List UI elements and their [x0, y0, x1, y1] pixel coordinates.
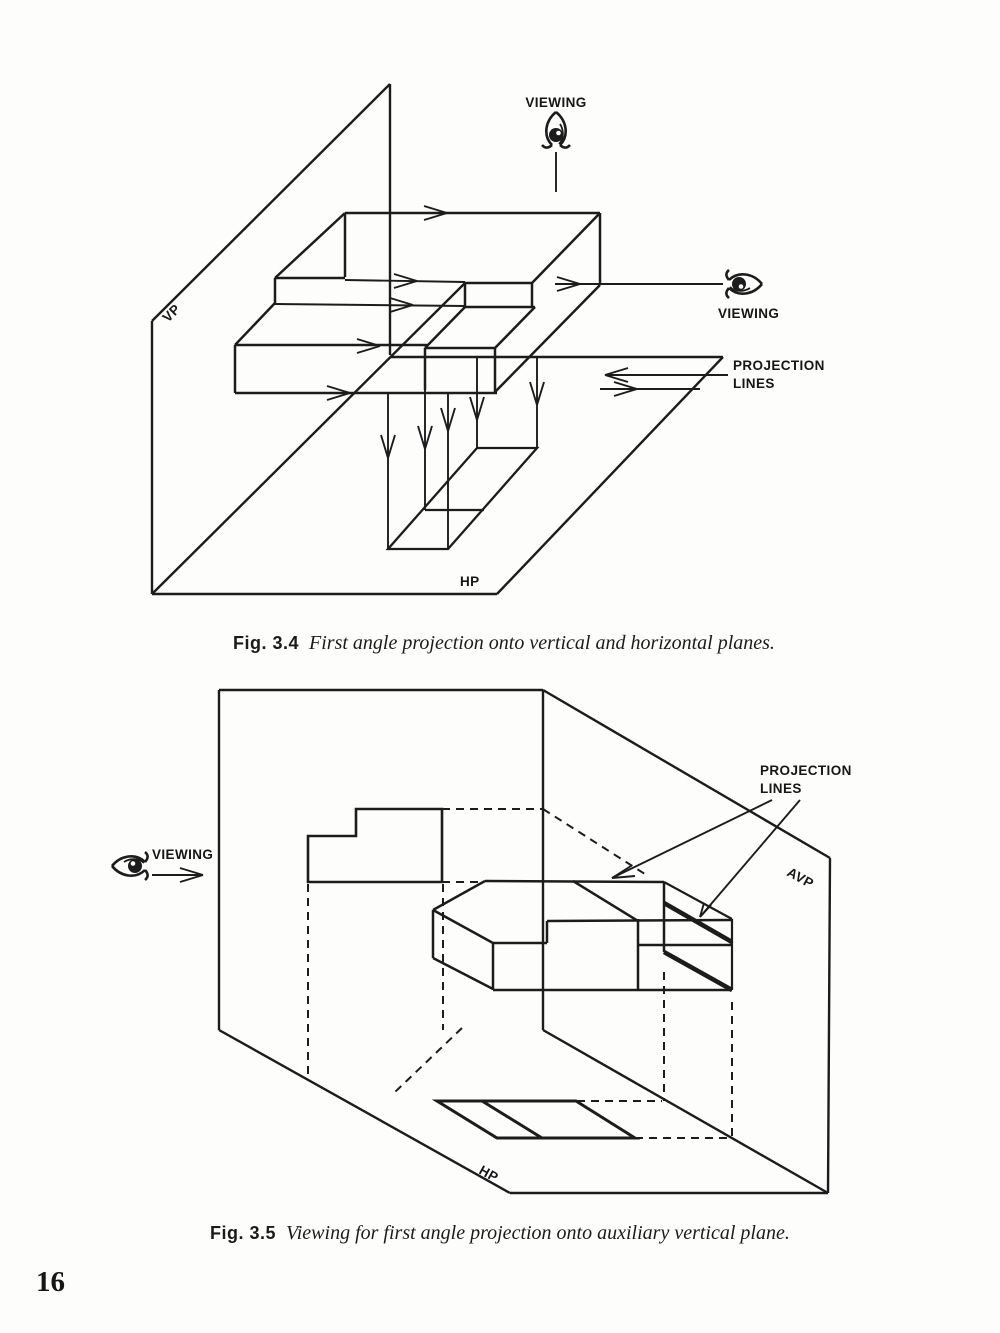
fig34-fold-line	[151, 282, 466, 595]
fig34-projection-lines-horizontal	[274, 205, 723, 401]
fig34-caption: Fig. 3.4 First angle projection onto ver…	[233, 632, 775, 655]
fig35-viewing-arrow	[152, 867, 204, 883]
fig34-viewing-right-label: VIEWING	[718, 306, 779, 321]
fig35-front-view	[306, 807, 444, 884]
fig35-object-block	[431, 879, 733, 992]
fig35-auxiliary-view	[662, 881, 734, 993]
fig35-caption-text: Viewing for first angle projection onto …	[286, 1222, 790, 1244]
viewing-eye-left-icon	[110, 850, 149, 882]
fig35-avp-label: AVP	[785, 865, 817, 892]
fig35-viewing-label: VIEWING	[152, 847, 213, 862]
fig35-hp-plane	[218, 1028, 829, 1195]
fig34-hp-label: HP	[460, 574, 480, 589]
fig34-hp-plane	[151, 282, 724, 596]
fig35-caption: Fig. 3.5 Viewing for first angle project…	[210, 1222, 790, 1245]
fig34-caption-number: Fig. 3.4	[233, 633, 300, 653]
viewing-eye-top-icon	[540, 110, 572, 149]
fig34-projection-lines-label-1: PROJECTION	[733, 358, 825, 373]
viewing-eye-right-icon	[725, 268, 764, 300]
fig35-hp-label: HP	[477, 1163, 501, 1186]
page-number: 16	[36, 1266, 65, 1298]
fig34-object-block	[233, 211, 602, 395]
fig34-plan-view	[385, 446, 540, 551]
fig35-projection-lines-label-1: PROJECTION	[760, 763, 852, 778]
fig35-leader-lines	[611, 799, 801, 918]
fig35-caption-number: Fig. 3.5	[210, 1223, 277, 1243]
fig35-projection-lines-label-2: LINES	[760, 781, 802, 796]
fig34-vp-label: VP	[160, 301, 184, 325]
fig35-avp-plane	[542, 688, 832, 1194]
fig34-projection-lines-label-2: LINES	[733, 376, 775, 391]
fig35-back-plane	[217, 688, 545, 1030]
fig35-diagram: VIEWING PROJECTION LINES AVP HP	[110, 688, 852, 1195]
fig34-leader-lines	[604, 367, 728, 383]
fig34-viewing-top-label: VIEWING	[525, 95, 586, 110]
fig34-diagram: VIEWING VIEWING PROJECTION LINES VP HP	[150, 83, 825, 596]
fig35-dashed-construction-lines	[307, 808, 733, 1139]
fig34-vp-plane	[150, 83, 392, 594]
fig35-plan-view	[431, 1099, 641, 1140]
fig34-caption-text: First angle projection onto vertical and…	[309, 632, 775, 654]
fig34-projection-lines-vertical	[380, 358, 545, 549]
